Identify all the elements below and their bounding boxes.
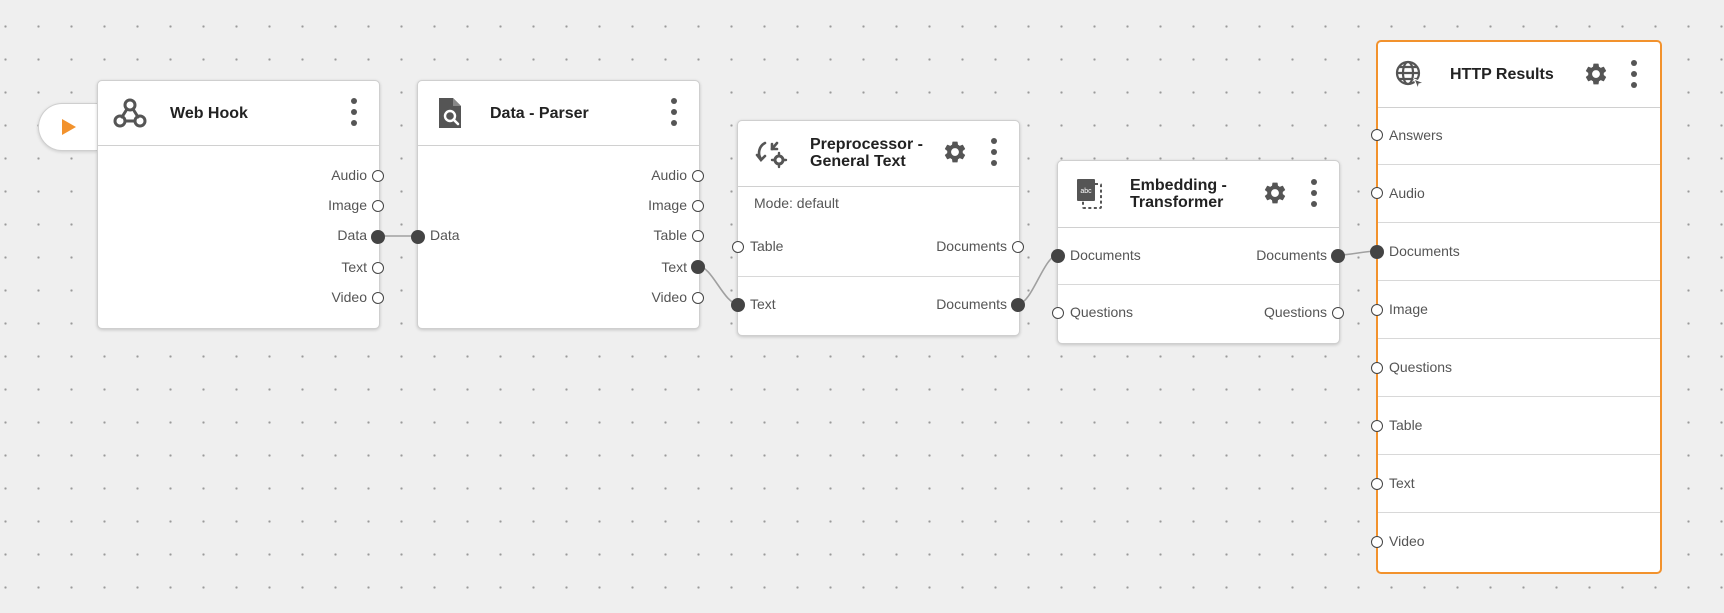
output-port-data[interactable] [371, 230, 385, 244]
webhook-icon [113, 98, 147, 128]
output-port-text[interactable] [372, 262, 384, 274]
preprocess-icon [755, 141, 788, 169]
row-divider [1378, 512, 1660, 513]
input-port-questions[interactable] [1371, 362, 1383, 374]
row-divider [1378, 396, 1660, 397]
input-label-text: Text [750, 296, 776, 312]
row-divider [1378, 338, 1660, 339]
input-label-table: Table [750, 238, 784, 254]
output-label-video: Video [331, 289, 367, 305]
input-port-table[interactable] [732, 241, 744, 253]
output-port-video[interactable] [692, 292, 704, 304]
output-label-audio: Audio [651, 167, 687, 183]
node-header: Preprocessor - General Text [738, 121, 1019, 187]
row-divider [1378, 454, 1660, 455]
input-port-data[interactable] [411, 230, 425, 244]
more-vert-icon[interactable] [1628, 60, 1640, 90]
input-port-video[interactable] [1371, 536, 1383, 548]
input-port-text[interactable] [1371, 478, 1383, 490]
node-preprocessor[interactable]: Preprocessor - General Text Mode: defaul… [731, 120, 1025, 336]
mode-text: Mode: default [754, 195, 839, 211]
output-label-image: Image [648, 197, 687, 213]
row-divider [1058, 284, 1339, 285]
input-label-table: Table [1389, 417, 1423, 433]
input-port-documents[interactable] [1051, 249, 1065, 263]
node-header: HTTP Results [1378, 42, 1660, 108]
file-search-icon [439, 98, 461, 128]
node-title: HTTP Results [1450, 66, 1554, 83]
node-data-parser[interactable]: Data - Parser Data Audio Image Table Tex… [411, 80, 705, 329]
node-header: abc Embedding - Transformer [1058, 161, 1339, 228]
row-divider [1378, 280, 1660, 281]
output-label-documents: Documents [936, 296, 1007, 312]
node-embedding[interactable]: abc Embedding - Transformer Documents Do… [1051, 160, 1345, 344]
output-label-audio: Audio [331, 167, 367, 183]
node-header: Web Hook [98, 81, 379, 146]
node-title: Preprocessor - General Text [810, 136, 923, 170]
output-port-documents[interactable] [1011, 298, 1025, 312]
node-header: Data - Parser [418, 81, 699, 146]
globe-icon [1395, 60, 1427, 92]
input-label-text: Text [1389, 475, 1415, 491]
node-title: Web Hook [170, 105, 248, 122]
input-port-table[interactable] [1371, 420, 1383, 432]
input-label-documents: Documents [1070, 247, 1141, 263]
input-port-text[interactable] [731, 298, 745, 312]
input-label-questions: Questions [1070, 304, 1134, 320]
more-vert-icon[interactable] [348, 98, 360, 128]
more-vert-icon[interactable] [668, 98, 680, 128]
output-port-audio[interactable] [692, 170, 704, 182]
play-icon [62, 119, 76, 135]
output-port-image[interactable] [692, 200, 704, 212]
output-label-table: Table [653, 227, 687, 243]
settings-gear-icon[interactable] [1262, 180, 1288, 206]
output-port-questions[interactable] [1332, 307, 1344, 319]
wire-parser-text-to-preprocessor-text [697, 265, 739, 305]
input-port-questions[interactable] [1052, 307, 1064, 319]
output-port-documents[interactable] [1012, 241, 1024, 253]
output-label-documents: Documents [936, 238, 1007, 254]
svg-text:abc: abc [1080, 188, 1092, 195]
output-label-image: Image [328, 197, 367, 213]
input-label-data: Data [430, 227, 460, 243]
output-label-text: Text [661, 259, 687, 275]
input-label-documents: Documents [1389, 243, 1460, 259]
output-label-questions: Questions [1263, 304, 1327, 320]
input-label-image: Image [1389, 301, 1428, 317]
embedding-icon: abc [1077, 179, 1102, 209]
input-label-questions: Questions [1389, 359, 1453, 375]
more-vert-icon[interactable] [1308, 179, 1320, 209]
run-button[interactable] [38, 103, 97, 151]
node-title: Embedding - Transformer [1130, 177, 1227, 211]
output-port-text[interactable] [691, 260, 705, 274]
output-port-audio[interactable] [372, 170, 384, 182]
input-port-answers[interactable] [1371, 129, 1383, 141]
input-label-audio: Audio [1389, 185, 1425, 201]
row-divider [738, 276, 1019, 277]
input-port-documents[interactable] [1370, 245, 1384, 259]
output-label-video: Video [651, 289, 687, 305]
output-label-data: Data [337, 227, 367, 243]
node-web-hook[interactable]: Web Hook Audio Image Data Text Video [97, 80, 385, 329]
input-label-video: Video [1389, 533, 1425, 549]
more-vert-icon[interactable] [988, 138, 1000, 168]
input-port-audio[interactable] [1371, 187, 1383, 199]
settings-gear-icon[interactable] [942, 139, 968, 165]
settings-gear-icon[interactable] [1583, 61, 1609, 87]
output-port-image[interactable] [372, 200, 384, 212]
output-port-table[interactable] [692, 230, 704, 242]
node-title: Data - Parser [490, 105, 589, 122]
row-divider [1378, 222, 1660, 223]
wire-preprocessor-documents-to-embedding-documents [1017, 254, 1059, 305]
input-port-image[interactable] [1371, 304, 1383, 316]
output-label-text: Text [341, 259, 367, 275]
input-label-answers: Answers [1389, 127, 1443, 143]
row-divider [1378, 164, 1660, 165]
output-port-documents[interactable] [1331, 249, 1345, 263]
output-label-documents: Documents [1256, 247, 1327, 263]
node-http-results[interactable]: HTTP Results Answers Audio Documents Ima… [1370, 40, 1662, 574]
output-port-video[interactable] [372, 292, 384, 304]
